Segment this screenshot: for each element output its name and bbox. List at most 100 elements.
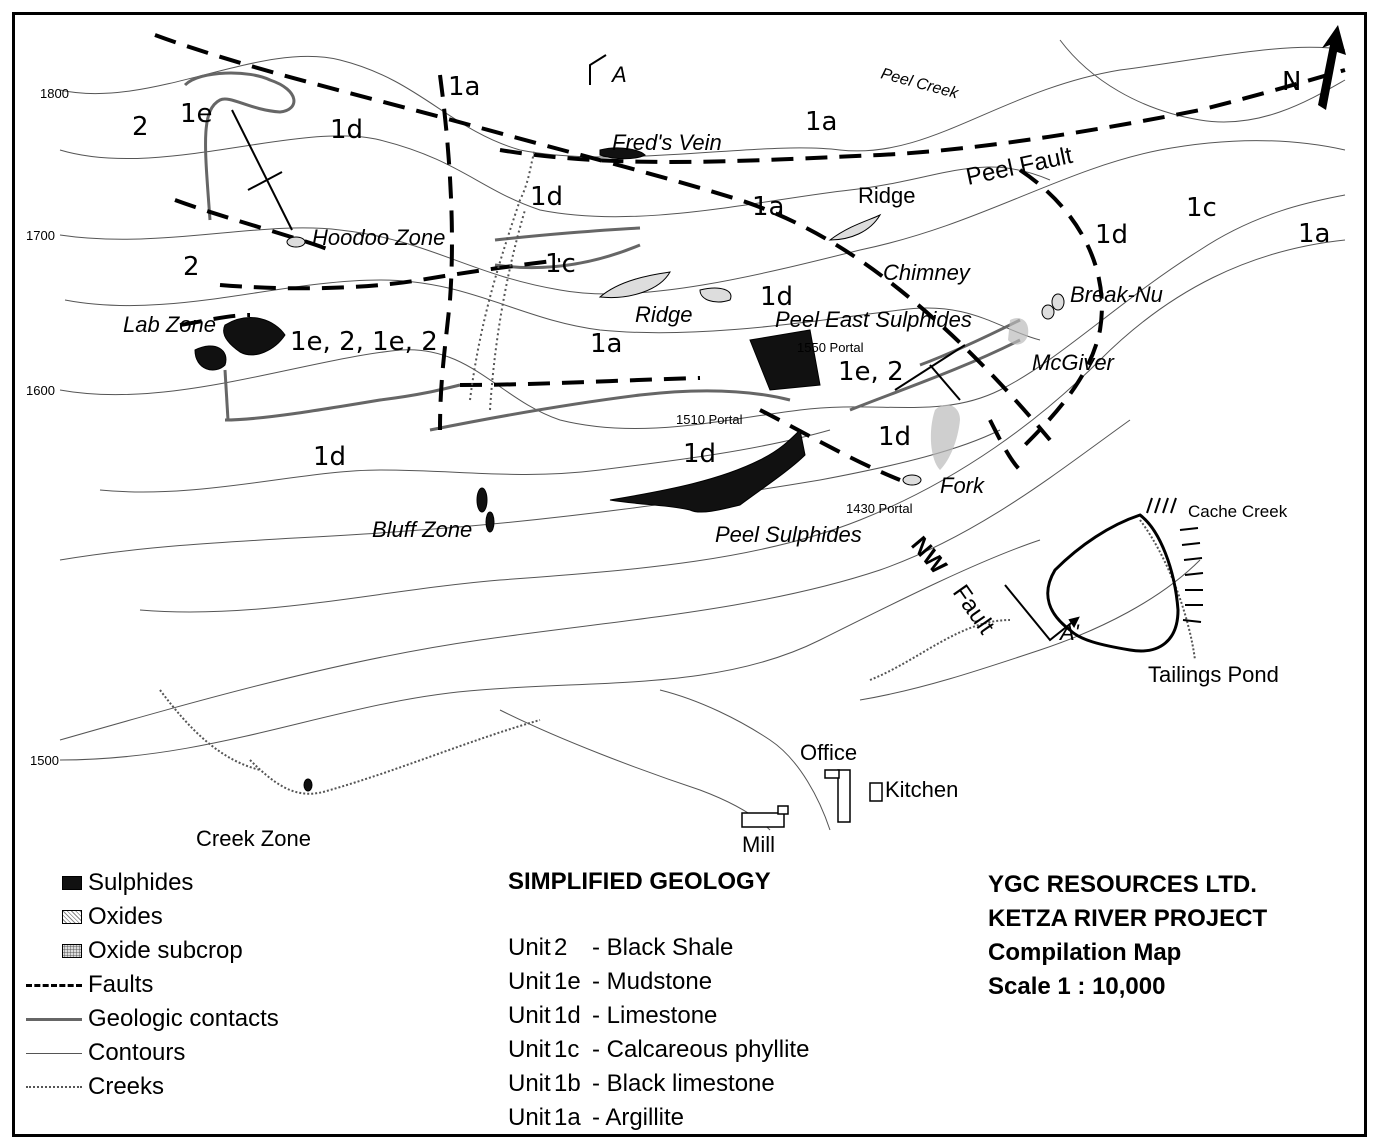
contour-line [139,239,1346,613]
geology-title: SIMPLIFIED GEOLOGY [508,868,771,895]
unit-label: 1a [752,192,784,222]
legend: Sulphides Oxides Oxide subcrop Faults Ge… [26,866,346,1104]
contour-line [59,429,1001,561]
sulphide-body-lab-2 [194,345,227,371]
fault-line [988,419,1022,472]
fault-line [1018,168,1104,452]
unit-label: 1d [313,442,346,472]
oxide-subcrop-swatch-icon [62,944,82,958]
oxide-body-hoodoo [286,236,306,248]
fault-line [459,376,701,387]
unit-label: 1d [330,115,363,145]
zone-label: Fred's Vein [612,130,722,155]
unit-label: 1a [448,72,480,102]
zone-label: Hoodoo Zone [312,225,445,250]
unit-label: 1d [683,439,716,469]
legend-item-creeks: Creeks [26,1070,346,1104]
map-name: Compilation Map [988,939,1182,966]
section-arrow-a [589,54,607,85]
zone-label: Fork [940,473,985,498]
oxide-body-ridge-2 [699,287,732,303]
zone-label: Peel Sulphides [715,522,862,547]
unit-label: 1a [590,329,622,359]
office-building [837,769,851,823]
office-annex [824,769,840,779]
contour-line [499,709,771,831]
creek-line [159,689,261,771]
elevation-label: 1800 [40,86,69,101]
north-arrow: N [1282,25,1346,110]
sulphide-body-freds [599,147,646,160]
oxide-body-breaknu-1 [1041,304,1055,320]
unit-label: 1e, 2 [838,357,904,387]
contour-line [59,539,1041,761]
unit-label: 1c [545,249,576,279]
company-name: YGC RESOURCES LTD. [988,871,1257,898]
unit-label: 2 [183,252,200,282]
mill-building [741,812,785,828]
legend-label: Oxide subcrop [88,937,243,964]
unit-label: 1d [878,422,911,452]
contours [59,39,1346,831]
unit-label: 1d [530,182,563,212]
legend-label: Geologic contacts [88,1005,279,1032]
creek-label: Peel Creek [879,65,961,102]
project-name: KETZA RIVER PROJECT [988,905,1268,932]
contact-line-icon [26,1017,82,1021]
zone-label: Chimney [883,260,972,285]
survey-lines [469,149,536,411]
legend-item-contacts: Geologic contacts [26,1002,346,1036]
fault-line [759,408,901,482]
zone-label: Creek Zone [196,826,311,851]
zone-label: Ridge [858,183,915,208]
faults [154,33,1346,482]
sulphide-body-bluff-1 [476,487,488,513]
fault-line [219,258,561,291]
elevation-label: 1600 [26,383,55,398]
creeks [159,519,1196,795]
tailings-pond [1046,497,1204,653]
unit-label: 1e, 2, 1e, 2 [290,327,438,357]
oxide-body-breaknu-2 [1051,293,1065,311]
unit-label: 1d [1095,220,1128,250]
sulphide-body-lab [223,317,286,356]
legend-item-oxides: Oxides [26,900,346,934]
tailings-pond-outline [1046,513,1180,653]
map-scale: Scale 1 : 10,000 [988,973,1166,1000]
contact-line [183,71,296,221]
contour-line [1059,39,1346,123]
fault-label: NW [905,532,952,580]
creek-line [249,719,541,795]
contour-line [59,46,1346,158]
zone-label: Break-Nu [1070,282,1163,307]
unit-label: 1a [805,107,837,137]
zone-label: Ridge [635,302,692,327]
fault-line [499,68,1346,164]
sulphides [194,147,821,792]
creek-label: Cache Creek [1188,502,1288,521]
contour-line [59,419,1131,741]
map-frame [12,12,1367,1137]
contour-line-icon [26,1052,82,1054]
unit-label: 1d [760,282,793,312]
zone-label: Peel East Sulphides [775,307,972,332]
sulphide-body-bluff-2 [485,511,495,533]
contact-line [429,389,791,432]
kitchen-building [869,782,883,802]
legend-label: Sulphides [88,869,194,896]
elevation-label: 1700 [26,228,55,243]
unit-label: 1e [180,99,213,129]
legend-label: Oxides [88,903,163,930]
legend-label: Contours [88,1039,186,1066]
oxide-body-fork [902,474,922,486]
oxide-subcrop [930,318,1029,470]
oxide-body-ridge [598,271,671,299]
unit-label: 2 [132,112,149,142]
contact-line [224,383,461,422]
fault-line-icon [26,983,82,987]
